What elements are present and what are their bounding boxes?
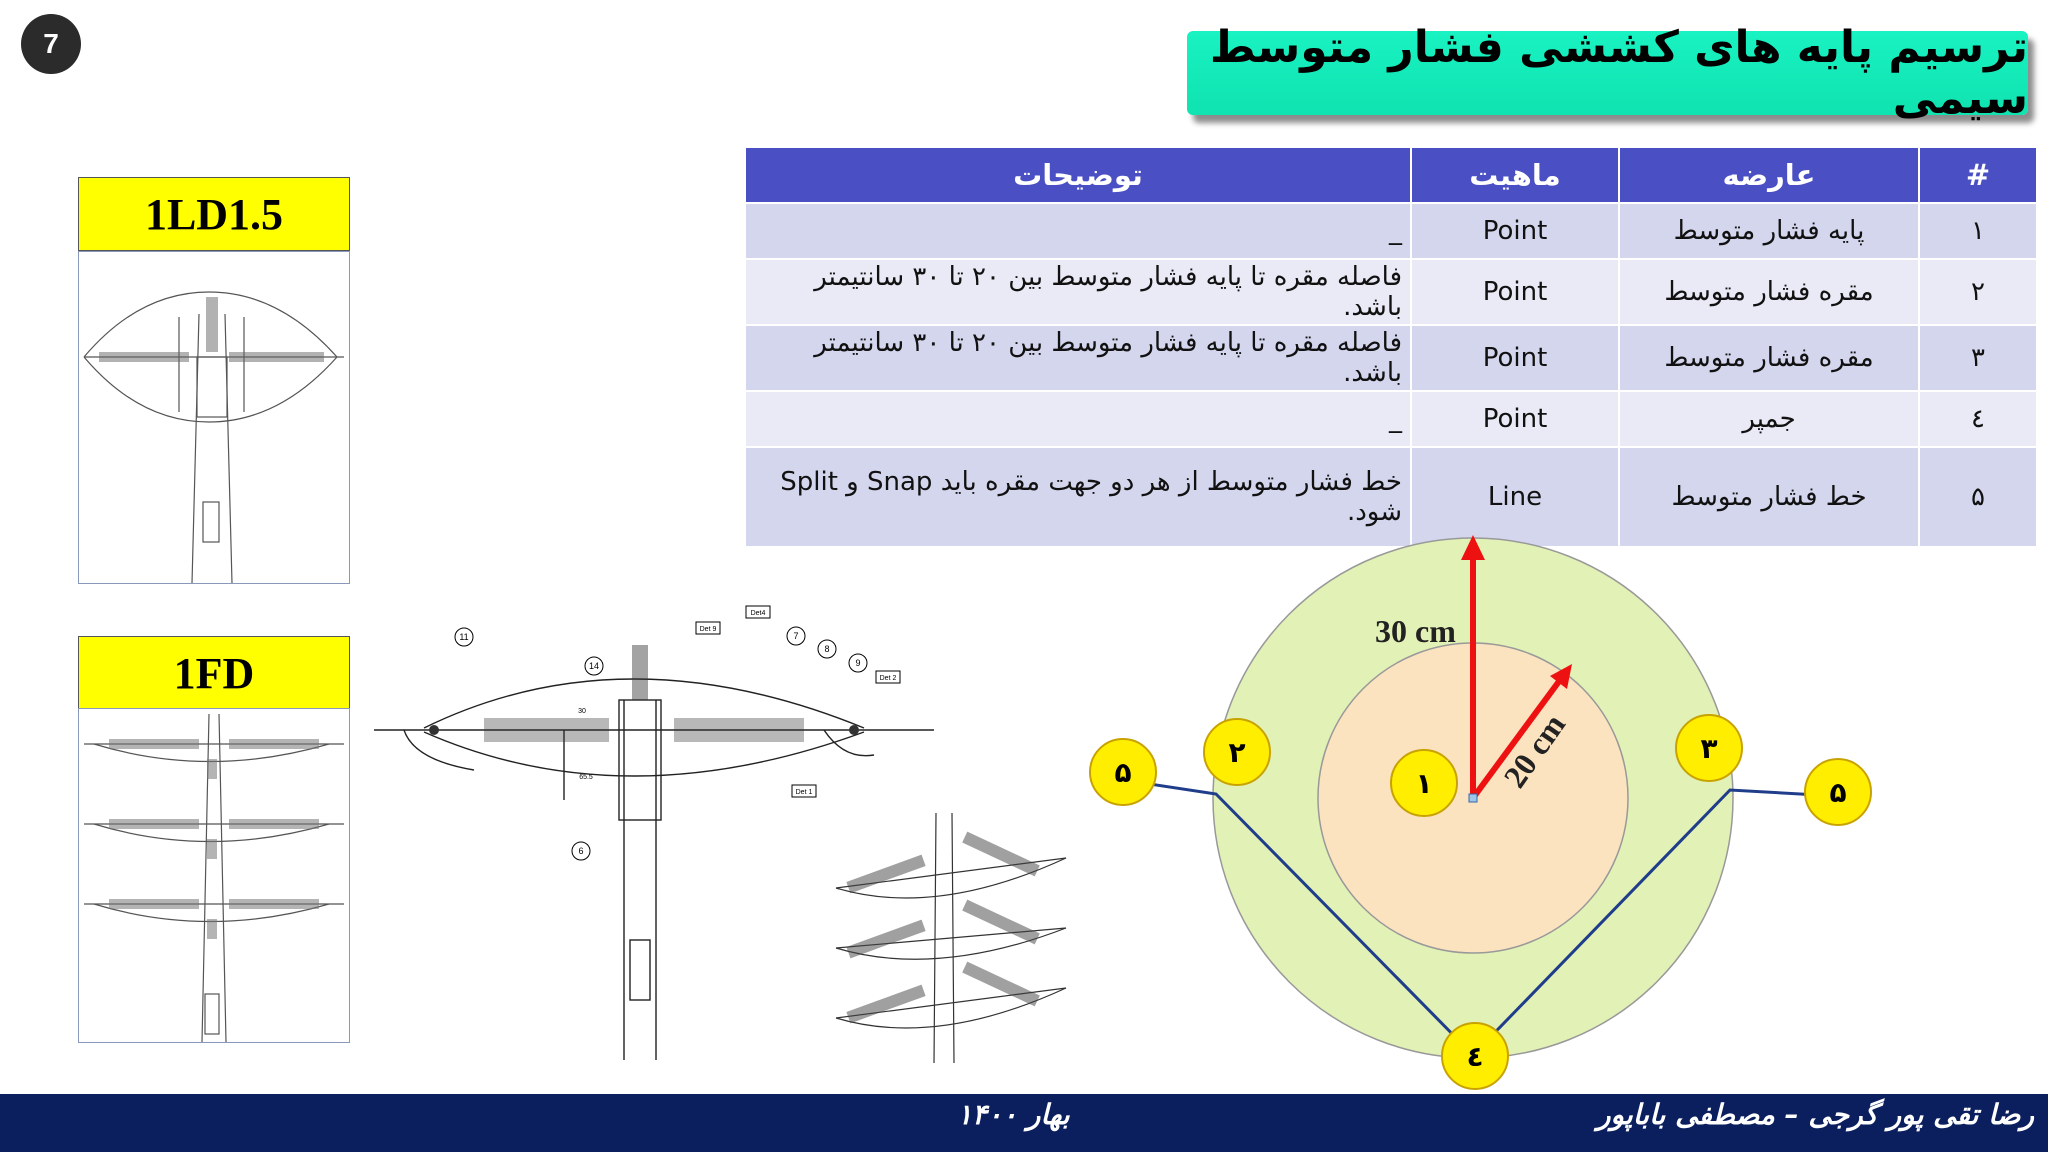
slide-number: 7 <box>21 14 81 74</box>
row-description: _ <box>744 202 1412 260</box>
row-feature: خط فشار متوسط <box>1618 446 1920 548</box>
marker-line-left: ۵ <box>1114 756 1131 789</box>
header-num: # <box>1918 146 2038 204</box>
footer-authors: رضا تقی پور گرجی – مصطفی باباپور <box>1597 1098 2034 1131</box>
table-row: ۱ پایه فشار متوسط Point _ <box>744 202 2038 260</box>
row-feature: جمپر <box>1618 390 1920 448</box>
footer-bar <box>0 1094 2048 1152</box>
table-row: ٤ جمپر Point _ <box>744 390 2038 448</box>
marker-line-right: ۵ <box>1829 776 1846 809</box>
row-description: _ <box>744 390 1412 448</box>
callout-6: 6 <box>578 846 583 856</box>
header-description: توضیحات <box>744 146 1412 204</box>
row-num: ۱ <box>1918 202 2038 260</box>
row-num: ۳ <box>1918 324 2038 392</box>
row-type: Point <box>1410 324 1620 392</box>
footer-date: بهار ۱۴۰۰ <box>957 1098 1070 1131</box>
table-row: ۵ خط فشار متوسط Line خط فشار متوسط از هر… <box>744 446 2038 548</box>
header-type: ماهیت <box>1410 146 1620 204</box>
pole-diagram-1ld <box>78 251 350 584</box>
table-header-row: # عارضه ماهیت توضیحات <box>744 146 2038 204</box>
row-num: ۵ <box>1918 446 2038 548</box>
callout-7: 7 <box>793 631 798 641</box>
radius-diagram: 30 cm 20 cm ۱ ۲ ۳ ٤ ۵ ۵ <box>1080 530 1880 1090</box>
callout-det4: Det4 <box>751 610 766 617</box>
page-title: ترسیم پایه های کششی فشار متوسط سیمی <box>1187 22 2028 124</box>
row-feature: پایه فشار متوسط <box>1618 202 1920 260</box>
row-description: فاصله مقره تا پایه فشار متوسط بین ۲۰ تا … <box>744 324 1412 392</box>
row-type: Line <box>1410 446 1620 548</box>
callout-9: 9 <box>855 658 860 668</box>
callout-11: 11 <box>459 632 468 642</box>
marker-right-insulator: ۳ <box>1700 732 1717 765</box>
marker-pole: ۱ <box>1415 767 1432 800</box>
callout-14: 14 <box>589 661 599 671</box>
tension-pole-drawing-small <box>826 808 1088 1068</box>
table-row: ۲ مقره فشار متوسط Point فاصله مقره تا پا… <box>744 258 2038 326</box>
tension-pole-drawing: 11 14 Det 9 Det4 7 8 9 Det 2 6 Det 1 30 … <box>374 600 940 1060</box>
header-feature: عارضه <box>1618 146 1920 204</box>
callout-det9: Det 9 <box>700 626 717 633</box>
marker-jumper: ٤ <box>1466 1040 1483 1073</box>
pole-diagram-1fd <box>78 708 350 1043</box>
pole-type-label-1ld: 1LD1.5 <box>78 177 350 251</box>
marker-left-insulator: ۲ <box>1228 736 1245 769</box>
row-num: ۲ <box>1918 258 2038 326</box>
row-type: Point <box>1410 202 1620 260</box>
row-description: فاصله مقره تا پایه فشار متوسط بین ۲۰ تا … <box>744 258 1412 326</box>
table-row: ۳ مقره فشار متوسط Point فاصله مقره تا پا… <box>744 324 2038 392</box>
row-type: Point <box>1410 390 1620 448</box>
pole-type-label-1fd: 1FD <box>78 636 350 710</box>
dim-30: 30 <box>578 708 586 715</box>
row-feature: مقره فشار متوسط <box>1618 324 1920 392</box>
label-30cm: 30 cm <box>1375 613 1456 649</box>
callout-det2: Det 2 <box>880 675 897 682</box>
row-num: ٤ <box>1918 390 2038 448</box>
row-feature: مقره فشار متوسط <box>1618 258 1920 326</box>
arrow-20cm <box>1470 678 1563 800</box>
features-table: # عارضه ماهیت توضیحات ۱ پایه فشار متوسط … <box>744 146 2038 548</box>
dim-65-5: 65.5 <box>579 774 593 781</box>
callout-det1: Det 1 <box>796 789 813 796</box>
row-type: Point <box>1410 258 1620 326</box>
row-description: خط فشار متوسط از هر دو جهت مقره باید Sna… <box>744 446 1412 548</box>
callout-8: 8 <box>824 644 829 654</box>
